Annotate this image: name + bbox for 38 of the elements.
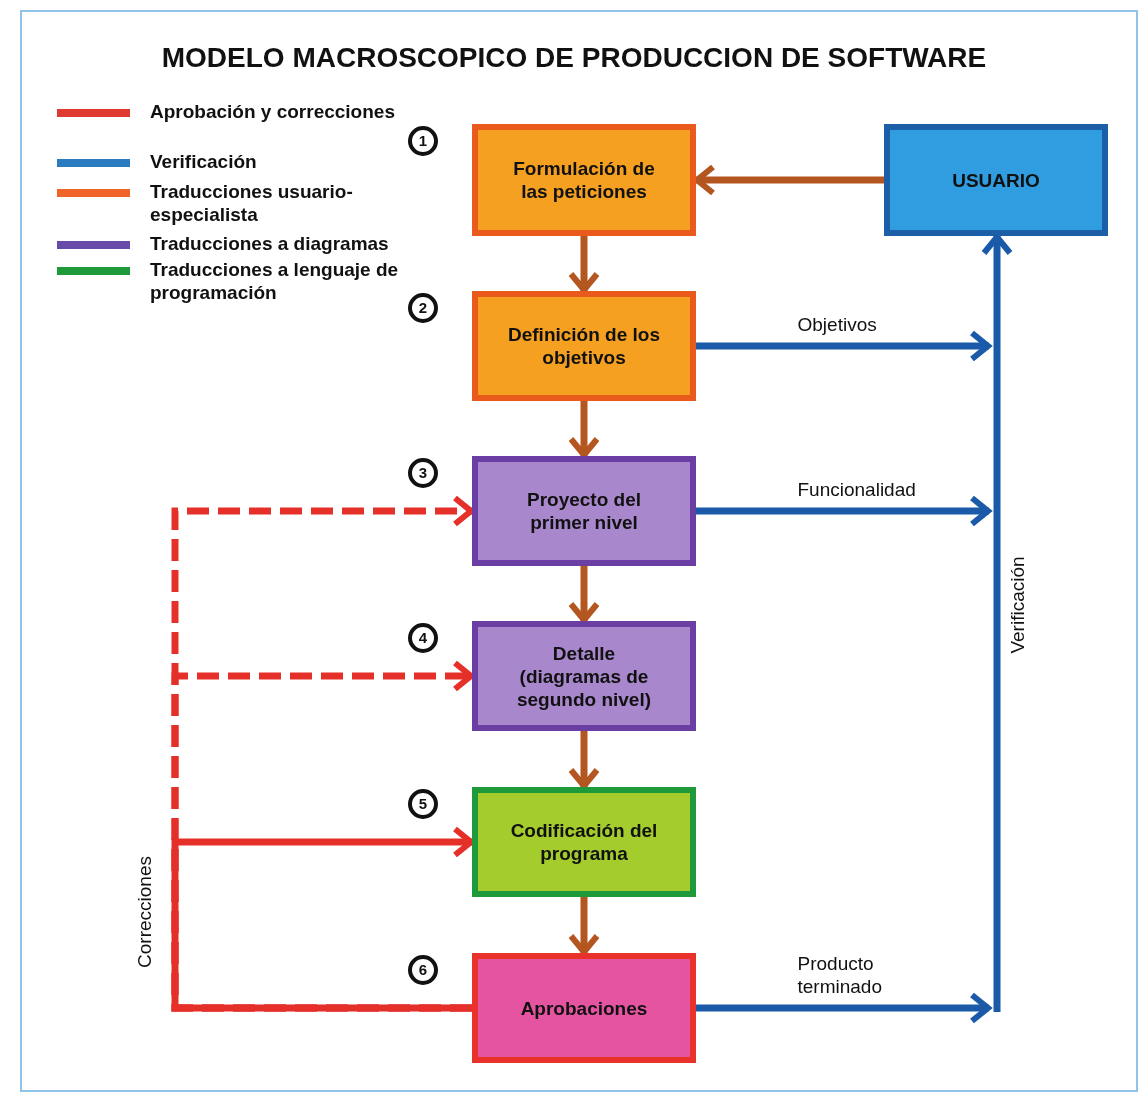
step-number: 2 (408, 293, 438, 323)
arrow (696, 330, 991, 362)
arrow (171, 495, 474, 1012)
legend-label: Verificación (150, 150, 258, 173)
step-number: 5 (408, 789, 438, 819)
legend-label: Traducciones a lenguaje de programación (150, 258, 400, 304)
process-box (472, 291, 696, 401)
axis-label: Correcciones (133, 856, 156, 968)
process-box (472, 787, 696, 897)
process-box (472, 621, 696, 731)
arrow (568, 236, 600, 293)
process-box (884, 124, 1108, 236)
diagram-title: MODELO MACROSCOPICO DE PRODUCCION DE SOFTWARE (160, 42, 988, 74)
box-label: Definición de los objetivos (507, 323, 661, 369)
legend-label: Traducciones usuario-especialista (150, 180, 354, 226)
arrow (568, 897, 600, 955)
arrow (568, 401, 600, 458)
arrow (568, 731, 600, 789)
step-number: 6 (408, 955, 438, 985)
process-box (472, 953, 696, 1063)
box-label: Formulación de las peticiones (512, 157, 656, 203)
box-label: Codificación del programa (509, 819, 659, 865)
legend-label: Aprobación y correcciones (150, 100, 396, 123)
process-box (472, 124, 696, 236)
box-label: Proyecto del primer nivel (525, 488, 642, 534)
arrow (171, 826, 474, 1012)
step-number: 3 (408, 458, 438, 488)
axis-label: Verificación (1006, 556, 1029, 654)
process-box (472, 456, 696, 566)
arrow (696, 495, 991, 527)
box-label: Detalle (diagramas de segundo nivel) (515, 641, 653, 711)
step-number: 4 (408, 623, 438, 653)
arrow (568, 566, 600, 623)
arrow (696, 992, 991, 1024)
box-label: USUARIO (952, 168, 1040, 192)
box-label: Aprobaciones (520, 996, 648, 1020)
legend-label: Traducciones a diagramas (150, 232, 390, 255)
step-number: 1 (408, 126, 438, 156)
